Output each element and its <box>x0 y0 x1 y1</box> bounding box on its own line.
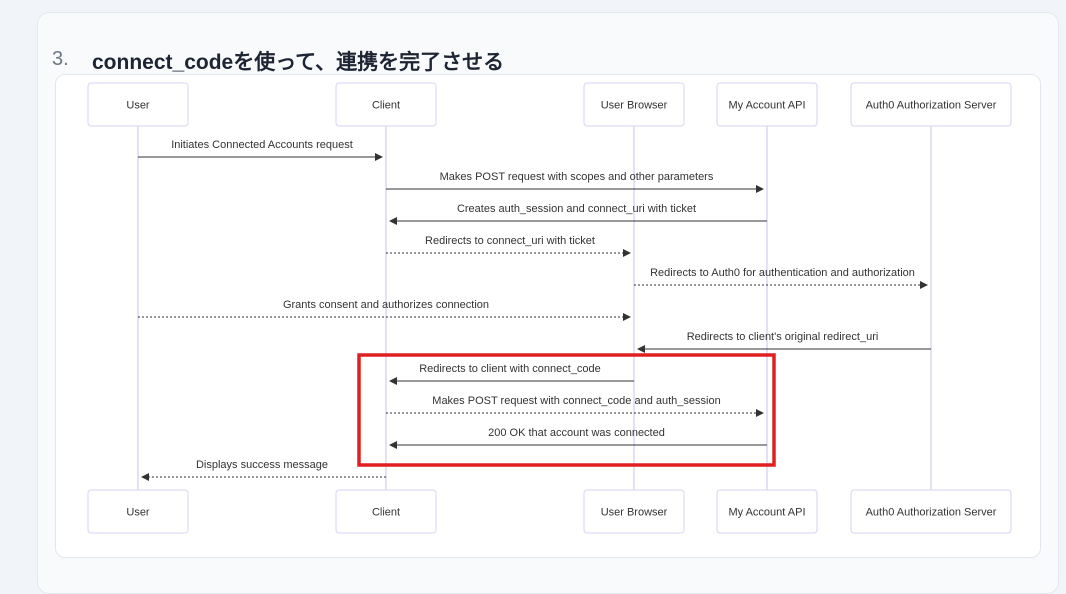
participant-label: User <box>126 100 150 112</box>
message-label: Makes POST request with connect_code and… <box>432 395 720 407</box>
message-label: Initiates Connected Accounts request <box>171 139 353 151</box>
message-label: Creates auth_session and connect_uri wit… <box>457 203 696 215</box>
participant-box <box>87 489 189 534</box>
participant-label: Client <box>372 100 400 112</box>
participant-box <box>716 82 818 127</box>
participant-label: Auth0 Authorization Server <box>866 507 997 519</box>
participant-label: Auth0 Authorization Server <box>866 100 997 112</box>
participant-box <box>335 489 437 534</box>
step-title: connect_codeを使って、連携を完了させる <box>92 51 505 74</box>
participant-label: User <box>126 507 150 519</box>
participant-box <box>850 489 1012 534</box>
message-label: Displays success message <box>196 459 328 471</box>
message-label: Makes POST request with scopes and other… <box>440 171 714 183</box>
participant-box <box>87 82 189 127</box>
message-label: Redirects to client's original redirect_… <box>687 331 879 343</box>
message-label: Redirects to connect_uri with ticket <box>425 235 595 247</box>
participant-label: User Browser <box>601 100 668 112</box>
message-label: Grants consent and authorizes connection <box>283 299 489 311</box>
message-label: Redirects to client with connect_code <box>419 363 601 375</box>
participant-box <box>335 82 437 127</box>
participant-box <box>716 489 818 534</box>
message-label: 200 OK that account was connected <box>488 427 665 439</box>
participant-label: User Browser <box>601 507 668 519</box>
highlight-box <box>357 353 776 467</box>
step-number: 3. <box>52 48 69 70</box>
message-label: Redirects to Auth0 for authentication an… <box>650 267 915 279</box>
participant-box <box>583 489 685 534</box>
participant-label: Client <box>372 507 400 519</box>
participant-box <box>583 82 685 127</box>
participant-label: My Account API <box>728 100 805 112</box>
participant-box <box>850 82 1012 127</box>
participant-label: My Account API <box>728 507 805 519</box>
